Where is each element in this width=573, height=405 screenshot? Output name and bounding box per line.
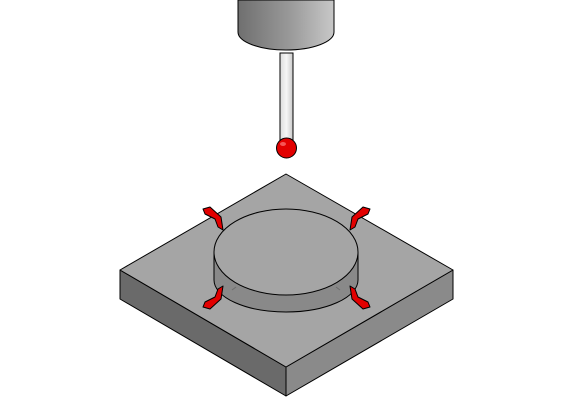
probe-head-icon	[237, 0, 335, 51]
probe-direction-arrow-icon	[202, 206, 224, 231]
probe-tip-icon	[276, 137, 297, 159]
probe-direction-arrow-icon	[202, 285, 224, 310]
probe-stylus-icon	[279, 52, 294, 144]
cylindrical-boss	[213, 208, 359, 313]
probe-direction-arrows	[202, 206, 371, 310]
probe-direction-arrow-icon	[349, 206, 371, 231]
probe-direction-arrow-icon	[349, 285, 371, 310]
